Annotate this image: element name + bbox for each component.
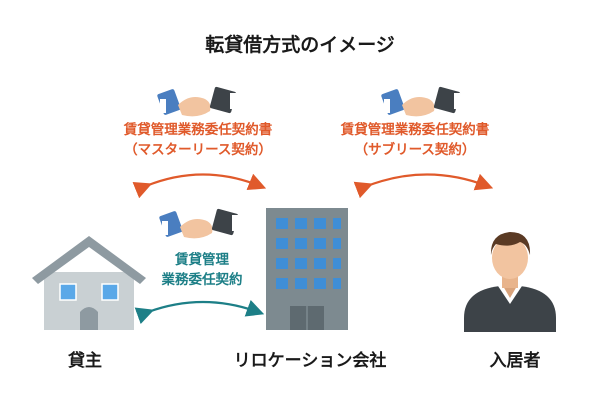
party-tenant-label: 入居者	[489, 351, 541, 371]
house-icon	[32, 236, 146, 330]
contract-center-line2: 業務委任契約	[161, 272, 243, 288]
person-icon	[464, 232, 556, 332]
arrow-right-curve	[353, 173, 494, 199]
handshake-icon-left	[157, 86, 237, 117]
contract-center-line1: 賃貸管理	[175, 252, 229, 268]
party-relocation-company-label: リロケーション会社	[233, 351, 387, 371]
building-icon	[266, 208, 348, 330]
contract-right-line1: 賃貸管理業務委任契約書	[340, 122, 490, 138]
handshake-icon-right	[381, 86, 461, 117]
handshake-icon-center	[159, 208, 239, 239]
arrow-left-curve	[132, 173, 267, 199]
contract-label-master-lease: 賃貸管理業務委任契約書 （マスターリース契約）	[108, 120, 288, 160]
arrow-center-curve	[134, 299, 265, 325]
contract-left-line1: 賃貸管理業務委任契約書	[123, 122, 273, 138]
contract-left-line2: （マスターリース契約）	[124, 142, 272, 158]
contract-label-management: 賃貸管理 業務委任契約	[142, 250, 262, 290]
contract-right-line2: （サブリース契約）	[354, 142, 476, 158]
party-owner-label: 貸主	[68, 351, 102, 371]
diagram-title: 転貸借方式のイメージ	[205, 34, 395, 56]
contract-label-sublease: 賃貸管理業務委任契約書 （サブリース契約）	[320, 120, 510, 160]
